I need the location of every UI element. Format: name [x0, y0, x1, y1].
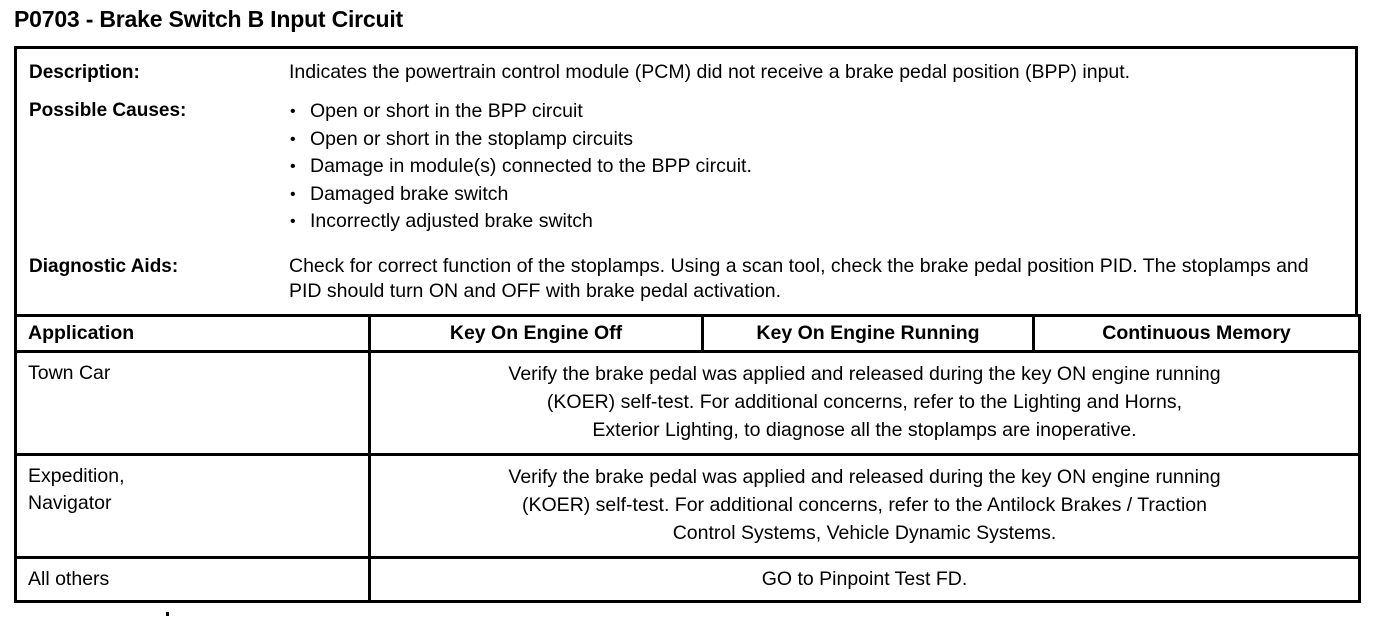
application-line: Expedition, [28, 465, 125, 487]
detail-line: Verify the brake pedal was applied and r… [508, 363, 1221, 385]
detail-line: (KOER) self-test. For additional concern… [546, 391, 1183, 413]
column-header-continuous-memory: Continuous Memory [1032, 314, 1361, 353]
possible-causes-label: Possible Causes: [29, 100, 187, 121]
detail-line: Control Systems, Vehicle Dynamic Systems… [672, 522, 1057, 544]
diagnostic-aids-content: Check for correct function of the stopla… [289, 254, 1355, 304]
detail-line: GO to Pinpoint Test FD. [761, 568, 968, 590]
list-item: Incorrectly adjusted brake switch [289, 208, 1335, 236]
description-label: Description: [29, 62, 140, 83]
list-item: Damaged brake switch [289, 181, 1335, 209]
info-block: Description: Indicates the powertrain co… [17, 49, 1355, 314]
application-cell: Expedition, Navigator [14, 453, 371, 559]
possible-causes-row: Possible Causes: Open or short in the BP… [17, 85, 1355, 236]
page-title: P0703 - Brake Switch B Input Circuit [14, 6, 404, 32]
list-item: Damage in module(s) connected to the BPP… [289, 153, 1335, 181]
table-row: Town Car Verify the brake pedal was appl… [14, 350, 1361, 456]
table-header-row: Application Key On Engine Off Key On Eng… [14, 314, 1361, 353]
description-row: Description: Indicates the powertrain co… [17, 49, 1355, 85]
list-item: Open or short in the stoplamp circuits [289, 126, 1335, 154]
description-text: Indicates the powertrain control module … [289, 61, 1131, 83]
application-line: Navigator [28, 492, 112, 514]
table-row: Expedition, Navigator Verify the brake p… [14, 453, 1361, 559]
column-header-application: Application [14, 314, 371, 353]
possible-causes-list: Open or short in the BPP circuit Open or… [289, 98, 1335, 236]
column-header-key-on-engine-running: Key On Engine Running [701, 314, 1035, 353]
detail-cell: Verify the brake pedal was applied and r… [368, 350, 1361, 456]
detail-line: Exterior Lighting, to diagnose all the s… [592, 419, 1137, 441]
dtc-info-frame: Description: Indicates the powertrain co… [14, 46, 1361, 603]
possible-causes-content: Open or short in the BPP circuit Open or… [289, 98, 1355, 236]
diagnostic-aids-text: Check for correct function of the stopla… [289, 254, 1309, 302]
detail-line: Verify the brake pedal was applied and r… [508, 466, 1221, 488]
scan-artifact-dot [166, 612, 169, 616]
column-header-key-on-engine-off: Key On Engine Off [368, 314, 704, 353]
application-cell: Town Car [14, 350, 371, 456]
application-cell: All others [14, 556, 371, 603]
table-row: All others GO to Pinpoint Test FD. [14, 556, 1361, 603]
application-matrix-table: Application Key On Engine Off Key On Eng… [14, 314, 1361, 603]
diagnostic-aids-label: Diagnostic Aids: [29, 255, 179, 277]
description-content: Indicates the powertrain control module … [289, 60, 1355, 85]
detail-line: (KOER) self-test. For additional concern… [522, 494, 1207, 516]
list-item: Open or short in the BPP circuit [289, 98, 1335, 126]
diagnostic-aids-row: Diagnostic Aids: Check for correct funct… [17, 236, 1355, 314]
detail-cell: Verify the brake pedal was applied and r… [368, 453, 1361, 559]
detail-cell: GO to Pinpoint Test FD. [368, 556, 1361, 603]
